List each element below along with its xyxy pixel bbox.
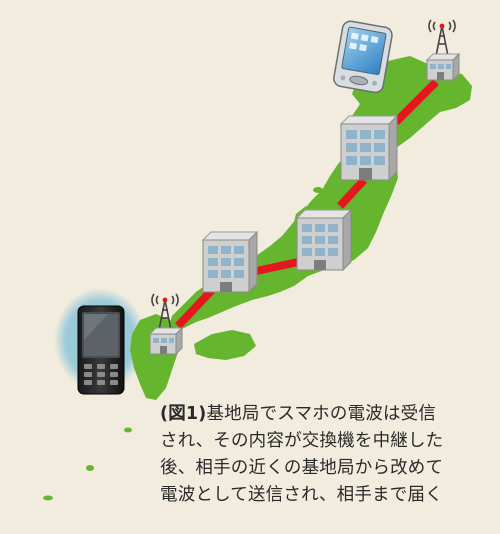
- link-building-3-to-antenna-north: [393, 79, 439, 125]
- exchange-building-icon: [295, 208, 353, 272]
- link-antenna-west-to-building-1: [175, 287, 215, 329]
- mobile-phone-icon: [77, 305, 125, 395]
- link-building-1-to-building-2: [251, 258, 299, 276]
- network-links: [175, 79, 439, 329]
- base-station-antenna-icon: [148, 293, 184, 356]
- base-station-antenna-icon: [425, 19, 461, 82]
- link-building-2-to-building-3: [337, 177, 367, 209]
- island-sado: [313, 187, 323, 193]
- exchange-building-icon: [201, 230, 259, 294]
- caption-text-1: 基地局でスマホの電波は受信: [206, 404, 437, 424]
- exchange-building-icon: [339, 114, 399, 182]
- island-amami: [86, 465, 94, 471]
- island-okinawa: [43, 495, 53, 501]
- caption-line-3: 後、相手の近くの基地局から改めて: [160, 458, 444, 478]
- figure-caption: (図1)基地局でスマホの電波は受信 され、その内容が交換機を中継した 後、相手の…: [160, 401, 492, 509]
- shikoku: [194, 330, 256, 360]
- caption-line-1: (図1)基地局でスマホの電波は受信: [160, 401, 492, 428]
- figure-label: (図1): [160, 404, 207, 424]
- caption-line-2: され、その内容が交換機を中継した: [160, 431, 444, 451]
- pda-phone-icon: [333, 20, 393, 94]
- island-tanegashima: [124, 427, 132, 433]
- caption-line-4: 電波として送信され、相手まで届く: [160, 485, 443, 505]
